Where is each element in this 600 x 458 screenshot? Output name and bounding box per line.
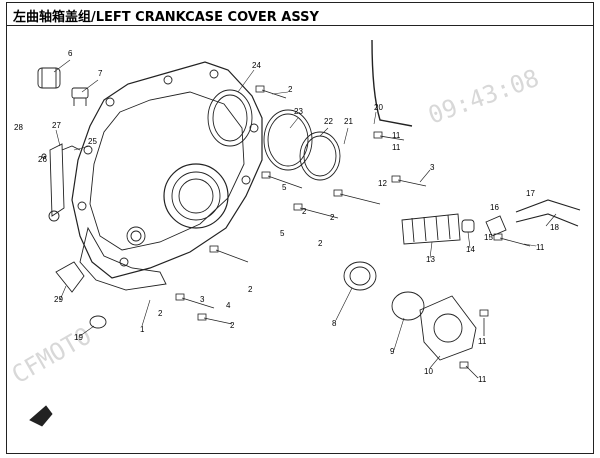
callout-1: 1 bbox=[140, 325, 145, 334]
callout-19: 19 bbox=[74, 333, 83, 342]
callout-5: 5 bbox=[280, 229, 285, 238]
callout-7: 7 bbox=[98, 69, 103, 78]
callout-3: 3 bbox=[430, 163, 435, 172]
callout-3: 3 bbox=[200, 295, 205, 304]
callout-2: 2 bbox=[318, 239, 323, 248]
callout-18: 18 bbox=[550, 223, 559, 232]
callout-11: 11 bbox=[478, 375, 487, 384]
callout-8: 8 bbox=[332, 319, 337, 328]
watermark-brand: CFMOTO bbox=[7, 322, 96, 390]
callout-11: 11 bbox=[536, 243, 545, 252]
parts-linework bbox=[29, 39, 581, 427]
callout-6: 6 bbox=[68, 49, 73, 58]
watermark-time: 09:43:08 bbox=[424, 64, 542, 130]
callout-2: 2 bbox=[288, 85, 293, 94]
callout-10: 10 bbox=[424, 367, 433, 376]
callout-9: 9 bbox=[390, 347, 395, 356]
callout-25: 25 bbox=[88, 137, 97, 146]
callout-15: 15 bbox=[484, 233, 493, 242]
title-bar: 左曲轴箱盖组/LEFT CRANKCASE COVER ASSY bbox=[7, 3, 593, 26]
callout-27: 27 bbox=[52, 121, 61, 130]
diagram-title: 左曲轴箱盖组/LEFT CRANKCASE COVER ASSY bbox=[13, 10, 319, 25]
callout-4: 4 bbox=[226, 301, 231, 310]
callout-11: 11 bbox=[392, 131, 401, 140]
callout-2: 2 bbox=[302, 207, 307, 216]
callout-17: 17 bbox=[526, 189, 535, 198]
callout-26: 26 bbox=[38, 155, 47, 164]
callout-16: 16 bbox=[490, 203, 499, 212]
callout-22: 22 bbox=[324, 117, 333, 126]
callout-12: 12 bbox=[378, 179, 387, 188]
callout-20: 20 bbox=[374, 103, 383, 112]
callout-29: 29 bbox=[54, 295, 63, 304]
callout-5: 5 bbox=[282, 183, 287, 192]
callout-28: 28 bbox=[14, 123, 23, 132]
diagram-frame: 左曲轴箱盖组/LEFT CRANKCASE COVER ASSY bbox=[6, 2, 594, 454]
callout-2: 2 bbox=[230, 321, 235, 330]
callout-11: 11 bbox=[392, 143, 401, 152]
callout-2: 2 bbox=[330, 213, 335, 222]
callout-24: 24 bbox=[252, 61, 261, 70]
callout-23: 23 bbox=[294, 107, 303, 116]
callout-21: 21 bbox=[344, 117, 353, 126]
callout-13: 13 bbox=[426, 255, 435, 264]
callout-2: 2 bbox=[248, 285, 253, 294]
callout-14: 14 bbox=[466, 245, 475, 254]
callout-labels: 24 6 7 2 23 22 21 20 11 11 28 27 25 26 3… bbox=[14, 49, 559, 384]
callout-11: 11 bbox=[478, 337, 487, 346]
callout-2: 2 bbox=[158, 309, 163, 318]
